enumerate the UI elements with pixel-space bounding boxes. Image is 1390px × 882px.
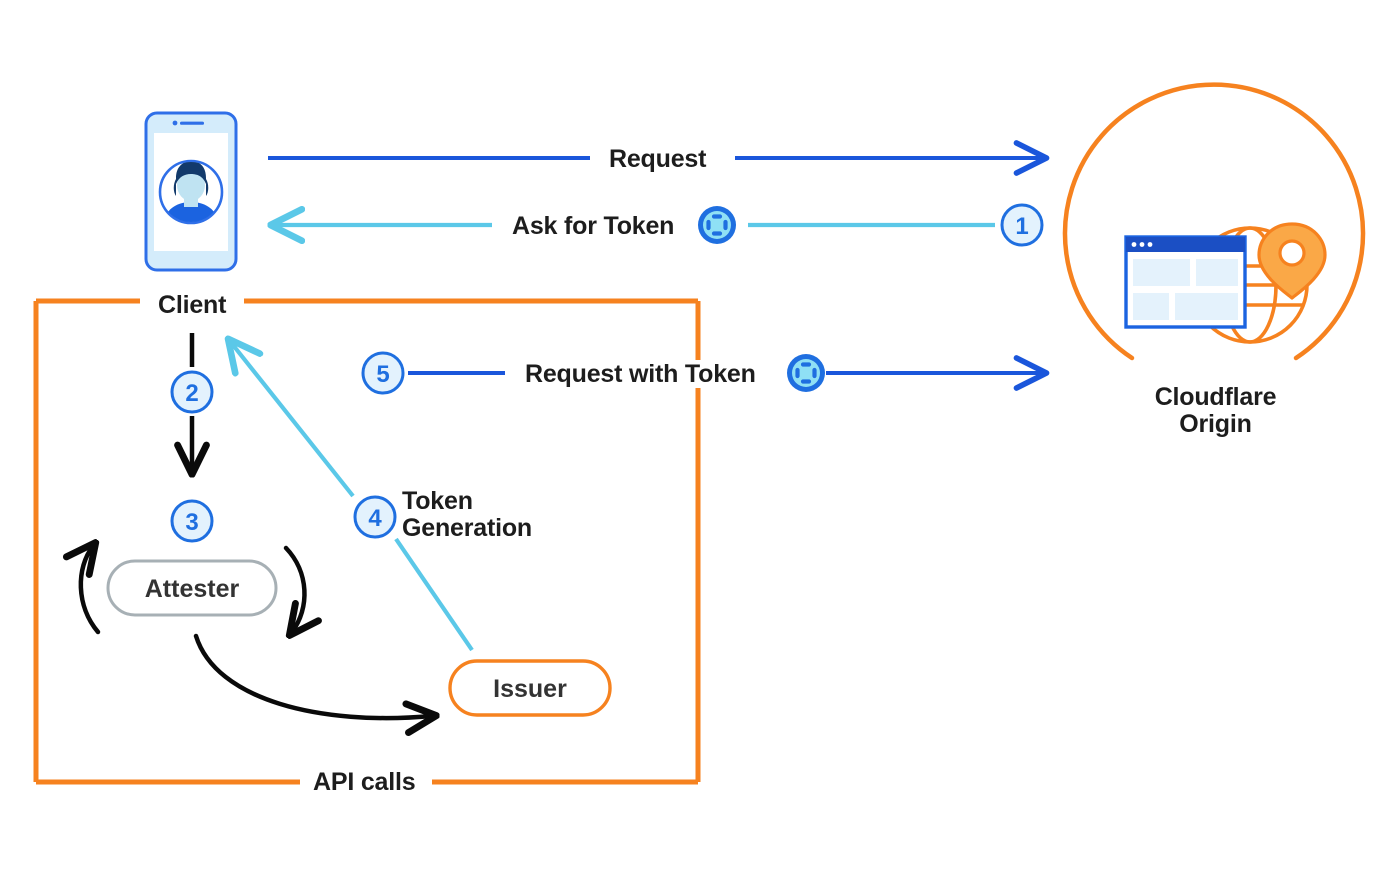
step4-label: Token Generation xyxy=(402,488,532,542)
step-badge-5-label: 5 xyxy=(376,361,389,388)
step-badge-3: 3 xyxy=(170,499,214,543)
step-badge-4-label: 4 xyxy=(368,505,382,532)
group-box-label-api-calls: API calls xyxy=(303,768,426,796)
flow-label-request-with-token: Request with Token xyxy=(516,360,765,388)
step-badge-3-label: 3 xyxy=(185,509,198,536)
location-pin-icon xyxy=(1257,222,1327,300)
step4-token-generation-arrow xyxy=(229,340,474,652)
user-avatar-icon xyxy=(158,159,224,225)
token-icon xyxy=(787,354,825,392)
flow-label-request: Request xyxy=(600,145,716,173)
attester-label: Attester xyxy=(145,575,240,603)
node-label-cloudflare-origin: Cloudflare Origin xyxy=(1118,384,1313,438)
flow-label-ask-for-token: Ask for Token xyxy=(503,212,684,240)
step4-label-line1: Token xyxy=(402,487,473,515)
mobile-phone-icon xyxy=(144,111,238,272)
origin-label-line2: Origin xyxy=(1179,410,1252,438)
step4-label-line2: Generation xyxy=(402,514,532,542)
node-issuer[interactable]: Issuer xyxy=(448,659,612,717)
step-badge-4: 4 xyxy=(353,495,397,539)
node-attester[interactable]: Attester xyxy=(106,559,278,617)
step-badge-2: 2 xyxy=(170,370,214,414)
step-badge-5: 5 xyxy=(361,351,405,395)
browser-window-icon xyxy=(1124,235,1247,329)
node-label-client: Client xyxy=(148,291,237,319)
step3-attester-loop-arrows xyxy=(81,546,432,718)
token-icon xyxy=(698,206,736,244)
step-badge-1: 1 xyxy=(1000,203,1044,247)
issuer-label: Issuer xyxy=(493,675,567,703)
step-badge-2-label: 2 xyxy=(185,380,198,407)
origin-label-line1: Cloudflare xyxy=(1154,383,1277,411)
cloudflare-origin-icon xyxy=(1062,82,1366,361)
step-badge-1-label: 1 xyxy=(1015,213,1028,240)
